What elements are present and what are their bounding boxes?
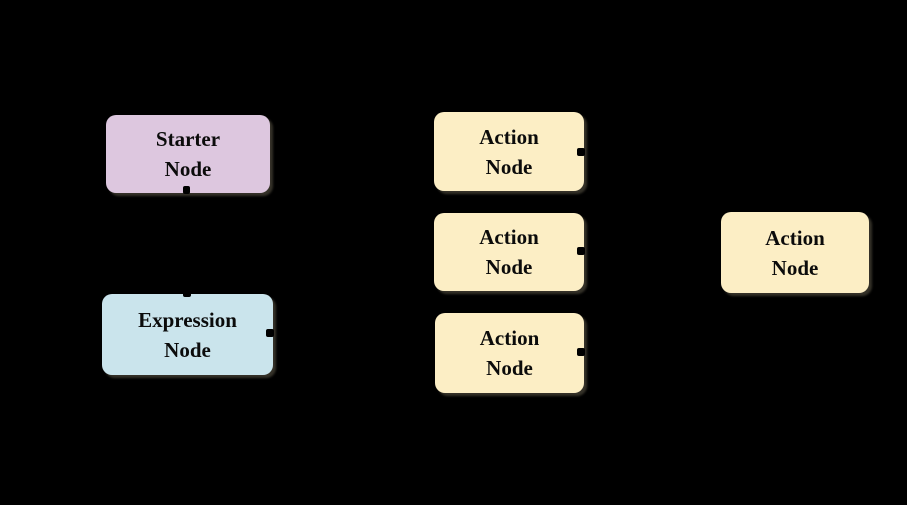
node-action-3: Action Node [435, 313, 584, 393]
node-action-1: Action Node [434, 112, 584, 191]
node-starter-label-line1: Starter [155, 127, 221, 151]
node-starter-label-line2: Node [164, 157, 212, 181]
arrowhead-mark-action-1-right-icon [577, 148, 585, 156]
node-expression-label-line2: Node [164, 337, 211, 362]
node-action-right: Action Node [721, 212, 869, 293]
arrowhead-mark-action-2-right-icon [577, 247, 585, 255]
arrowhead-mark-starter-bottom-icon [183, 186, 190, 194]
node-action-2: Action Node [434, 213, 584, 291]
node-action-right-label-line2: Node [771, 255, 819, 280]
node-action-2-label-line1: Action [479, 225, 539, 249]
node-action-1-label-line1: Action [479, 124, 539, 149]
node-action-3-label-line2: Node [486, 356, 533, 380]
node-action-3-label-line1: Action [479, 326, 540, 350]
node-action-2-label-line2: Node [485, 255, 533, 279]
arrowhead-mark-expression-right-icon [266, 329, 274, 337]
arrowhead-mark-expression-top-icon [183, 291, 191, 297]
node-starter: Starter Node [106, 115, 270, 193]
node-expression-label-line1: Expression [138, 307, 237, 332]
node-action-1-label-line2: Node [485, 154, 533, 179]
node-expression: Expression Node [102, 294, 273, 375]
node-action-right-label-line1: Action [765, 225, 825, 250]
arrowhead-mark-action-3-right-icon [577, 348, 585, 356]
